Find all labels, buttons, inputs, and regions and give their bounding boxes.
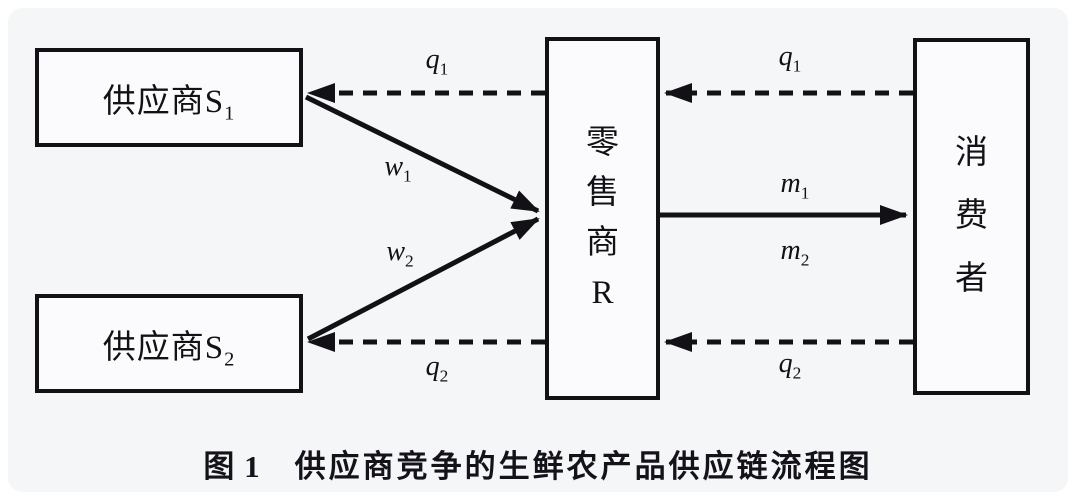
node-consumer: 消 费 者 (913, 38, 1030, 395)
edge-label-w2: w2 (386, 236, 414, 271)
arrow-w2-supplier2-to-retailer (306, 216, 540, 342)
consumer-char-1: 消 (955, 135, 988, 171)
retailer-char-4: R (591, 275, 614, 311)
figure-caption: 图 1 供应商竞争的生鲜农产品供应链流程图 (0, 441, 1076, 486)
edge-label-w1: w1 (384, 151, 412, 186)
figure-number: 图 1 (203, 449, 261, 484)
consumer-char-2: 费 (955, 198, 988, 234)
edge-label-q1-right: q1 (778, 41, 802, 76)
retailer-char-1: 零 (586, 125, 619, 161)
node-supplier1: 供应商S1 (35, 48, 303, 147)
retailer-char-2: 售 (586, 175, 619, 211)
edge-label-q2-left: q2 (425, 351, 449, 386)
node-supplier2: 供应商S2 (35, 294, 303, 393)
edge-label-q1-left: q1 (425, 44, 449, 79)
supplier1-label: 供应商S1 (102, 83, 236, 125)
edge-label-q2-right: q2 (778, 348, 802, 383)
supplier2-label: 供应商S2 (102, 329, 236, 371)
arrow-w1-supplier1-to-retailer (304, 94, 540, 214)
edge-label-m2: m2 (780, 235, 810, 270)
retailer-char-3: 商 (586, 225, 619, 261)
consumer-char-3: 者 (955, 261, 988, 297)
edge-label-m1: m1 (780, 168, 810, 203)
figure-title: 供应商竞争的生鲜农产品供应链流程图 (294, 449, 873, 484)
node-retailer: 零 售 商 R (545, 37, 660, 400)
